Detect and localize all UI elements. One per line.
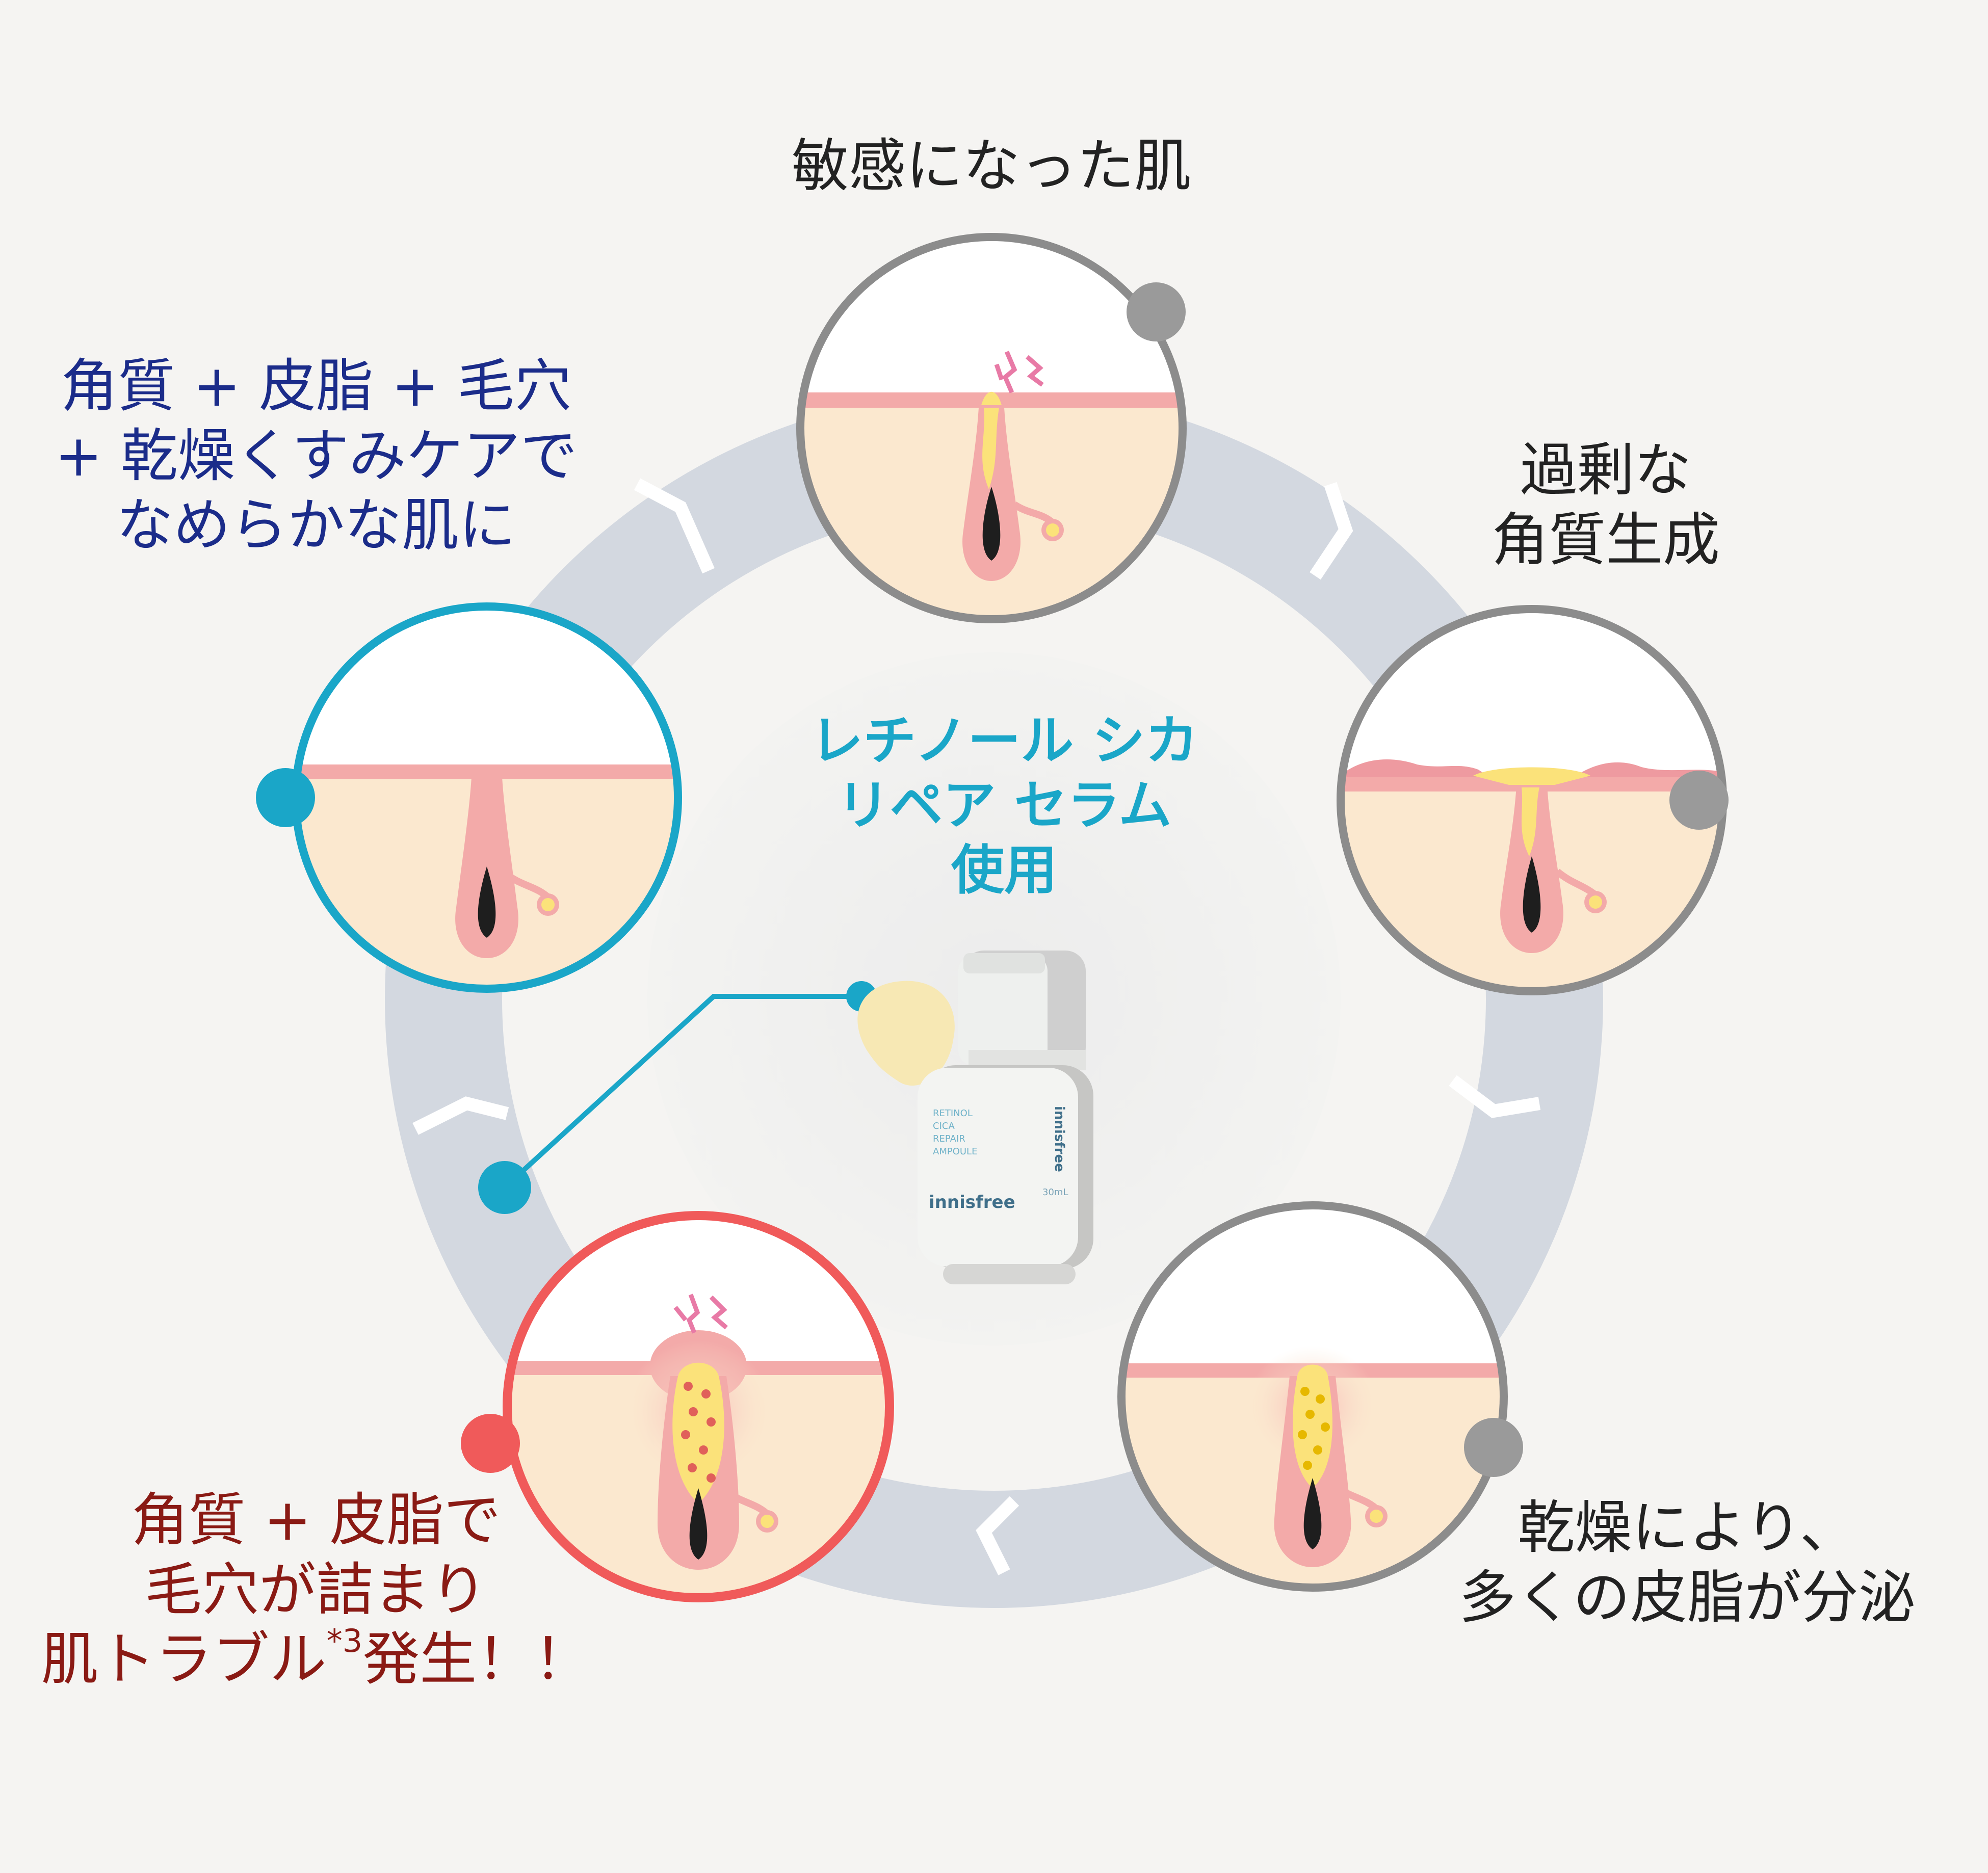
center-product-label: レチノール シカ リペア セラム 使用 <box>744 708 1264 903</box>
svg-text:REPAIR: REPAIR <box>933 1133 965 1144</box>
svg-text:innisfree: innisfree <box>1052 1106 1067 1172</box>
stage-dot-sebum <box>1464 1418 1523 1477</box>
product-volume: 30mL <box>1042 1187 1068 1198</box>
stage-dot-keratin <box>1669 771 1729 830</box>
product-name-text: RETINOL <box>933 1108 973 1119</box>
stage-label-smooth: 角質 + 皮脂 + 毛穴 + 乾燥くすみケアで なめらかな肌に <box>31 352 601 561</box>
stage-circle-sensitive <box>795 237 1193 629</box>
svg-text:CICA: CICA <box>933 1121 955 1131</box>
stage-label-sebum: 乾燥により、 多くの皮脂が分泌 <box>1417 1493 1957 1632</box>
stage-dot-smooth <box>256 768 315 827</box>
svg-text:AMPOULE: AMPOULE <box>933 1146 977 1157</box>
product-brand: innisfree <box>929 1192 1015 1212</box>
stage-label-trouble: 角質 + 皮脂で 毛穴が詰まり 肌トラブル*3発生！！ <box>15 1486 617 1695</box>
stage-dot-trouble <box>461 1414 520 1473</box>
stage-label-sensitive: 敏感になった肌 <box>739 131 1244 201</box>
stage-label-keratin: 過剰な 角質生成 <box>1478 436 1733 575</box>
stage-dot-sensitive <box>1127 282 1186 341</box>
stage-circle-keratin <box>1336 609 1733 999</box>
stage-circle-smooth <box>256 606 688 996</box>
